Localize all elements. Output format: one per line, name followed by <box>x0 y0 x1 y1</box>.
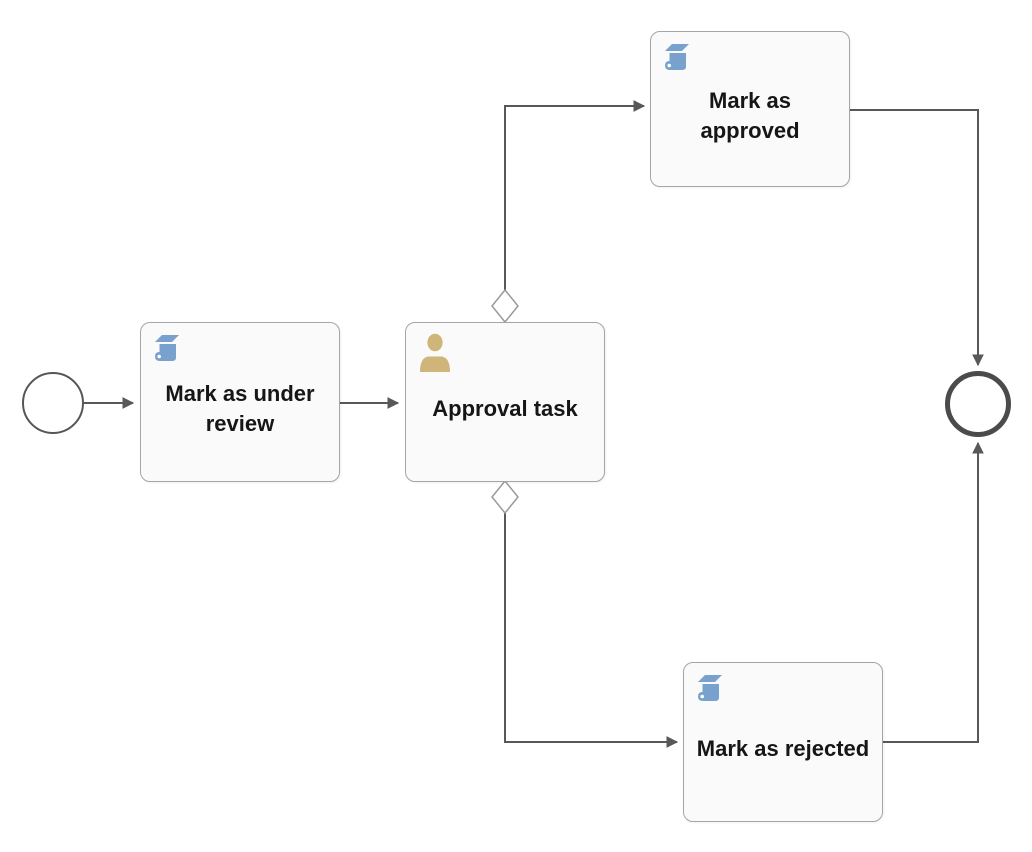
task-label: Mark as rejected <box>696 736 870 762</box>
task-mark-as-rejected[interactable]: Mark as rejected <box>683 662 883 822</box>
flow-approved-to-end[interactable] <box>850 109 984 367</box>
task-approval-task[interactable]: Approval task <box>405 322 605 482</box>
task-label: Mark as approved <box>700 88 800 143</box>
script-icon <box>698 675 722 701</box>
user-icon <box>420 333 450 372</box>
task-label: Mark as under review <box>165 381 315 436</box>
flow-rejected-to-end[interactable] <box>883 441 984 743</box>
flow-approval-to-rejected[interactable] <box>504 513 679 748</box>
task-label: Approval task <box>432 396 578 422</box>
conditional-flow-marker-top[interactable] <box>491 288 519 324</box>
script-icon <box>665 44 689 70</box>
task-mark-as-under-review[interactable]: Mark as under review <box>140 322 340 482</box>
end-event[interactable] <box>945 371 1011 437</box>
script-icon <box>155 335 179 361</box>
task-mark-as-approved[interactable]: Mark as approved <box>650 31 850 187</box>
flow-approval-to-approved[interactable] <box>504 100 646 290</box>
start-event[interactable] <box>22 372 84 434</box>
conditional-flow-marker-bottom[interactable] <box>491 479 519 515</box>
